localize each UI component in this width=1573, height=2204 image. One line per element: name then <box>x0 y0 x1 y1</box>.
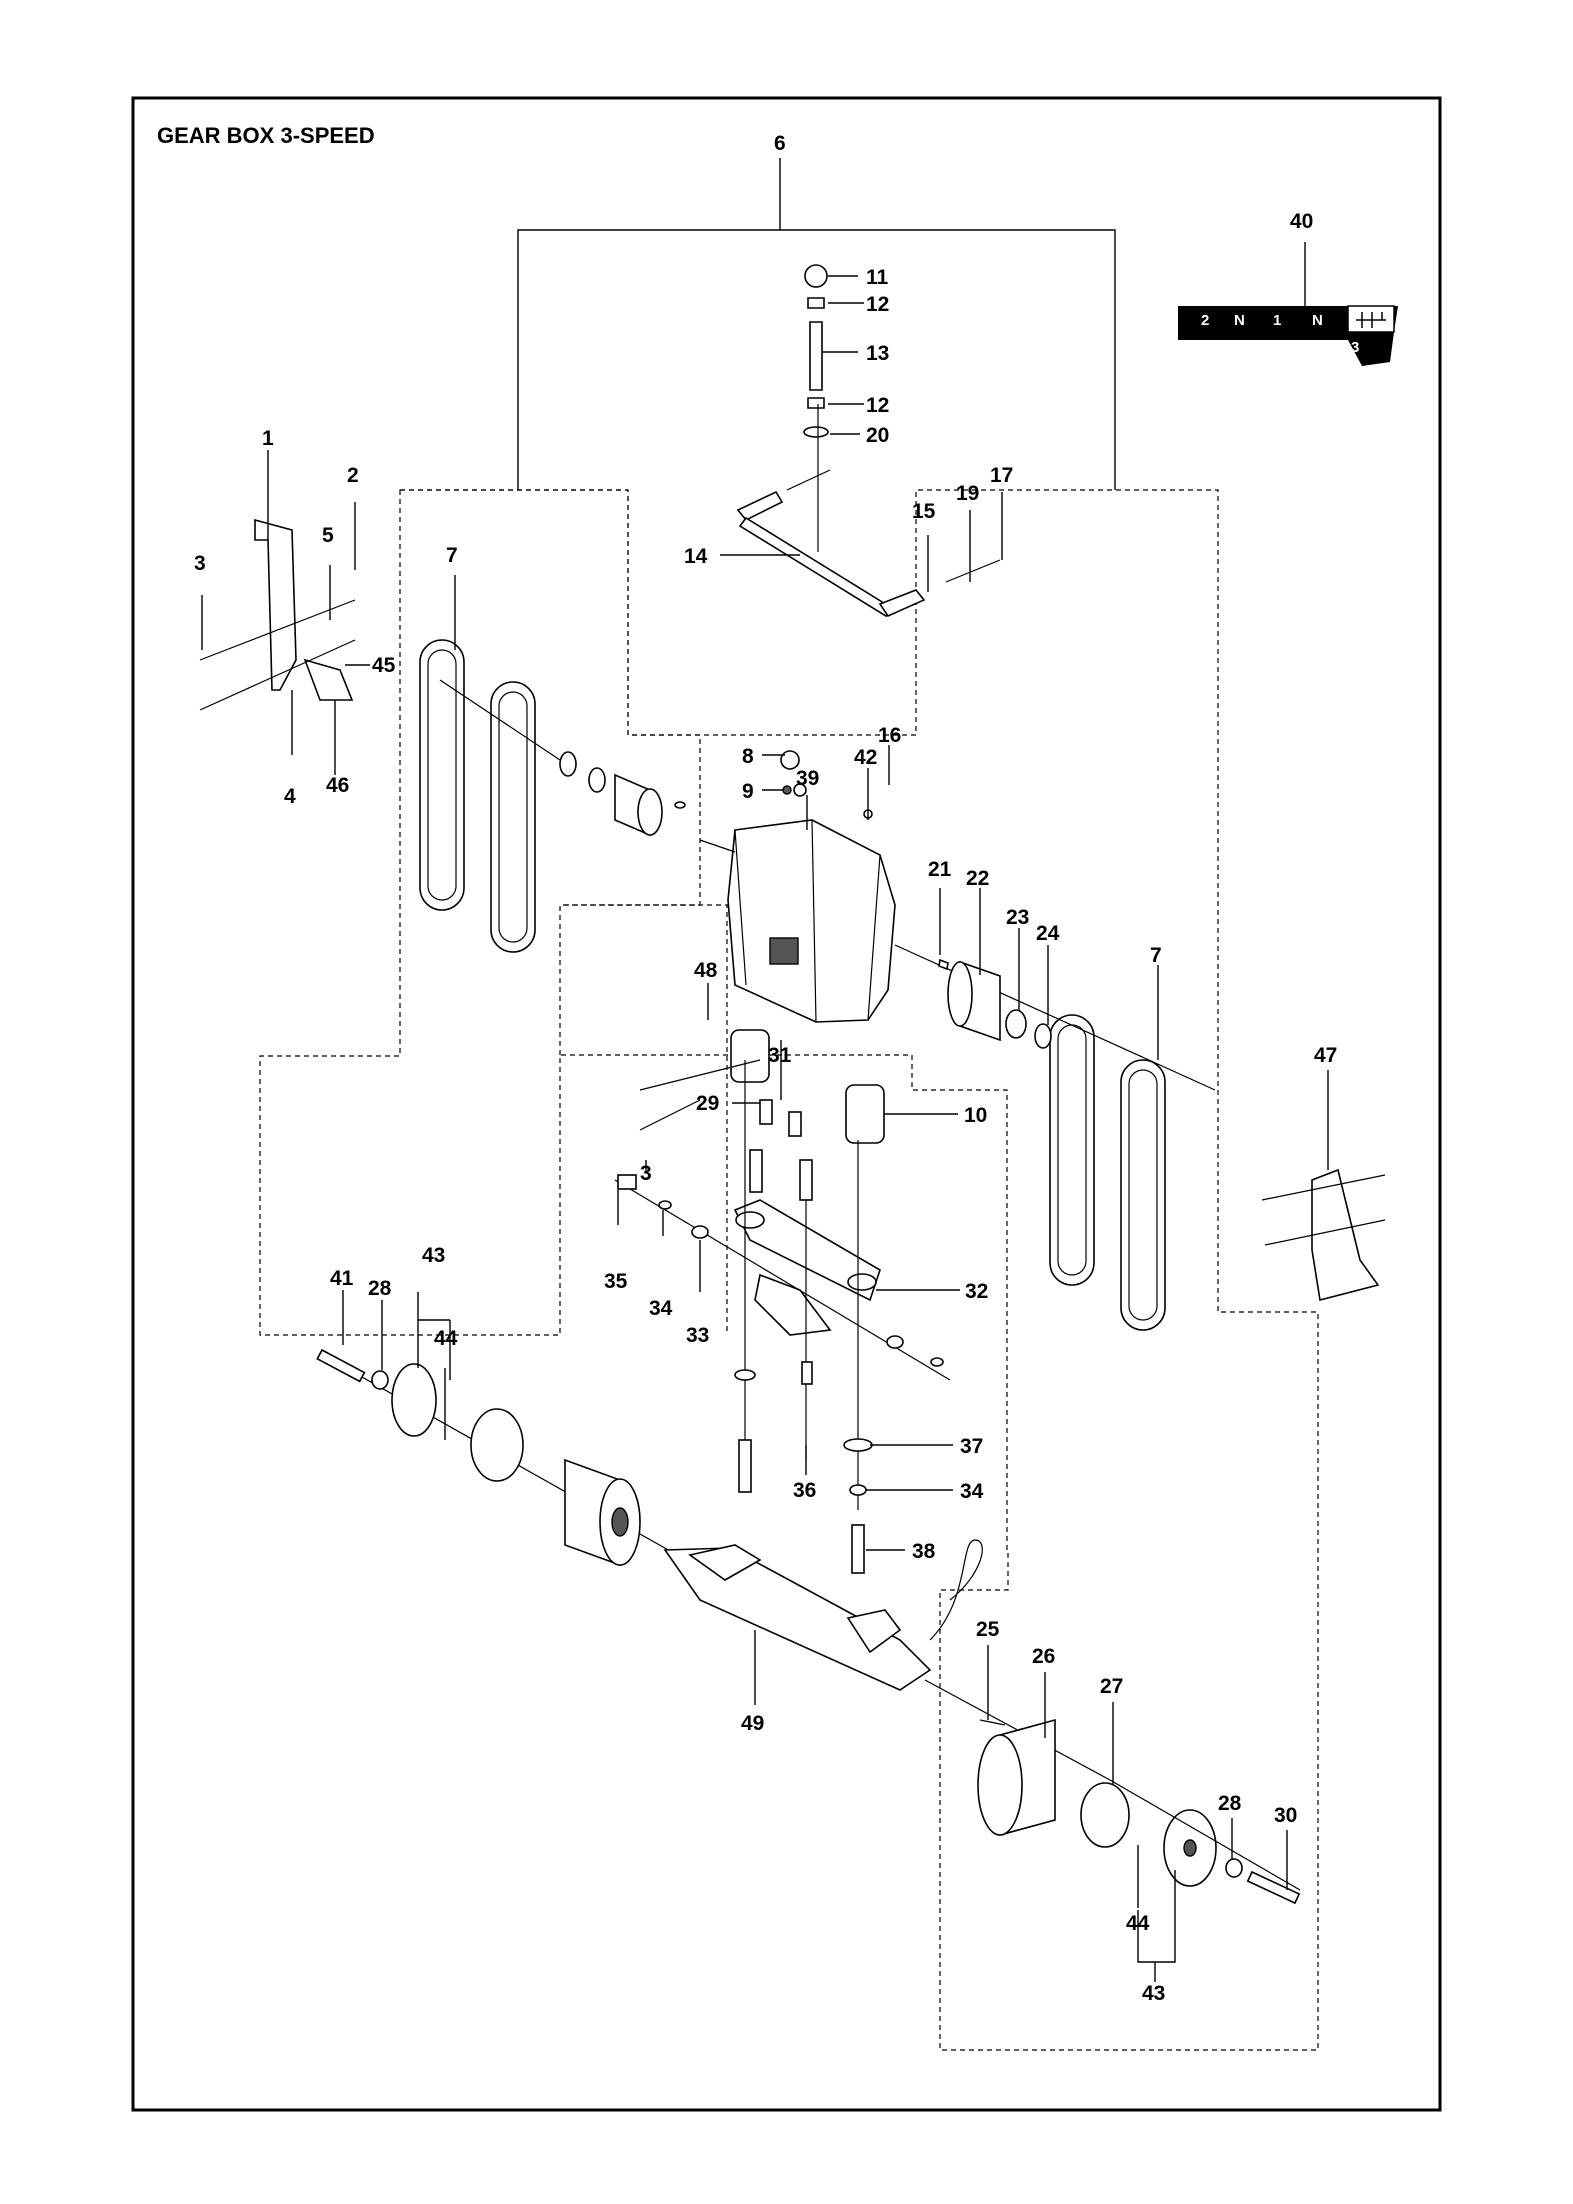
callout-34-lower: 34 <box>960 1480 984 1503</box>
gear-decal-1: 1 <box>1273 312 1281 329</box>
callout-44-left: 44 <box>434 1327 458 1350</box>
callout-2: 2 <box>347 464 359 487</box>
callout-12-lower: 12 <box>866 394 889 417</box>
drive-belt-right-pair <box>1049 1014 1166 1331</box>
mount-arm <box>614 1174 951 1381</box>
callout-10: 10 <box>964 1104 987 1127</box>
input-pulley-left <box>439 679 686 837</box>
callout-29: 29 <box>696 1092 719 1115</box>
callout-28-left: 28 <box>368 1277 392 1300</box>
gearbox-housing <box>699 750 896 1023</box>
callout-38: 38 <box>912 1540 936 1563</box>
rubber-mounts <box>639 1029 885 1144</box>
callout-13: 13 <box>866 342 889 365</box>
callout-30: 30 <box>1274 1804 1297 1827</box>
gear-decal-n1: N <box>1234 312 1245 329</box>
callout-35: 35 <box>604 1270 628 1293</box>
diagram-title: GEAR BOX 3-SPEED <box>157 123 375 148</box>
diagram-border <box>131 96 1442 2112</box>
callout-16: 16 <box>878 724 901 747</box>
callout-34-upper: 34 <box>649 1297 673 1320</box>
callout-31: 31 <box>768 1044 792 1067</box>
belt-guard-right <box>1261 1168 1386 1301</box>
mount-studs <box>749 1099 813 1201</box>
callout-11: 11 <box>866 266 889 289</box>
callout-9: 9 <box>742 780 754 803</box>
shift-knob <box>803 264 829 438</box>
callout-43-left: 43 <box>422 1244 445 1267</box>
callout-24: 24 <box>1036 922 1060 945</box>
callout-49: 49 <box>741 1712 764 1735</box>
left-wheel-pulley <box>316 1348 696 1567</box>
callout-1: 1 <box>262 427 274 450</box>
callout-41: 41 <box>330 1267 354 1290</box>
callout-21: 21 <box>928 858 952 881</box>
callout-3-lower: 3 <box>640 1162 652 1185</box>
callout-17: 17 <box>990 464 1013 487</box>
callout-14: 14 <box>684 545 708 568</box>
gear-decal-2: 2 <box>1201 312 1209 329</box>
callout-32: 32 <box>965 1280 988 1303</box>
callout-3-upper: 3 <box>194 552 206 575</box>
callout-15: 15 <box>912 500 936 523</box>
callout-4: 4 <box>284 785 296 808</box>
callout-labels: 6 40 11 12 13 12 20 1 2 5 3 45 4 46 7 15… <box>194 132 1337 2005</box>
callout-26: 26 <box>1032 1645 1055 1668</box>
callout-46: 46 <box>326 774 349 797</box>
shift-linkage <box>736 404 1001 618</box>
callout-39: 39 <box>796 767 819 790</box>
callout-6: 6 <box>774 132 786 155</box>
gear-decal-3: 3 <box>1351 339 1359 356</box>
right-wheel-pulley <box>977 1718 1301 1905</box>
callout-7-upper-left: 7 <box>446 544 458 567</box>
callout-12-upper: 12 <box>866 293 889 316</box>
leader-lines <box>201 242 1329 1982</box>
callout-23: 23 <box>1006 906 1029 929</box>
callout-48: 48 <box>694 959 718 982</box>
rear-axle <box>663 1539 1111 1781</box>
callout-40: 40 <box>1290 210 1313 233</box>
callout-37: 37 <box>960 1435 983 1458</box>
callout-8: 8 <box>742 745 754 768</box>
upper-cover-outline <box>400 489 701 906</box>
callout-20: 20 <box>866 424 889 447</box>
callout-44-right: 44 <box>1126 1912 1150 1935</box>
callout-45: 45 <box>372 654 396 677</box>
callout-33: 33 <box>686 1324 709 1347</box>
callout-47: 47 <box>1314 1044 1337 1067</box>
callout-5: 5 <box>322 524 334 547</box>
callout-19: 19 <box>956 482 979 505</box>
callout-22: 22 <box>966 867 989 890</box>
callout-7-right: 7 <box>1150 944 1162 967</box>
callout-27: 27 <box>1100 1675 1123 1698</box>
belt-guard-bracket <box>199 518 356 711</box>
drive-belt-left-pair <box>419 639 536 953</box>
gearbox-assembly-outline <box>259 489 1319 2051</box>
assembly-bracket-6 <box>517 158 1116 490</box>
vertical-bolts <box>734 1060 873 1574</box>
gear-decal: 2 N 1 N 3 <box>1178 305 1398 366</box>
callout-36: 36 <box>793 1479 816 1502</box>
callout-42: 42 <box>854 746 877 769</box>
callout-25: 25 <box>976 1618 1000 1641</box>
output-pulley-right <box>894 944 1216 1091</box>
callout-43-right: 43 <box>1142 1982 1165 2005</box>
gear-decal-n2: N <box>1312 312 1323 329</box>
callout-28-right: 28 <box>1218 1792 1242 1815</box>
